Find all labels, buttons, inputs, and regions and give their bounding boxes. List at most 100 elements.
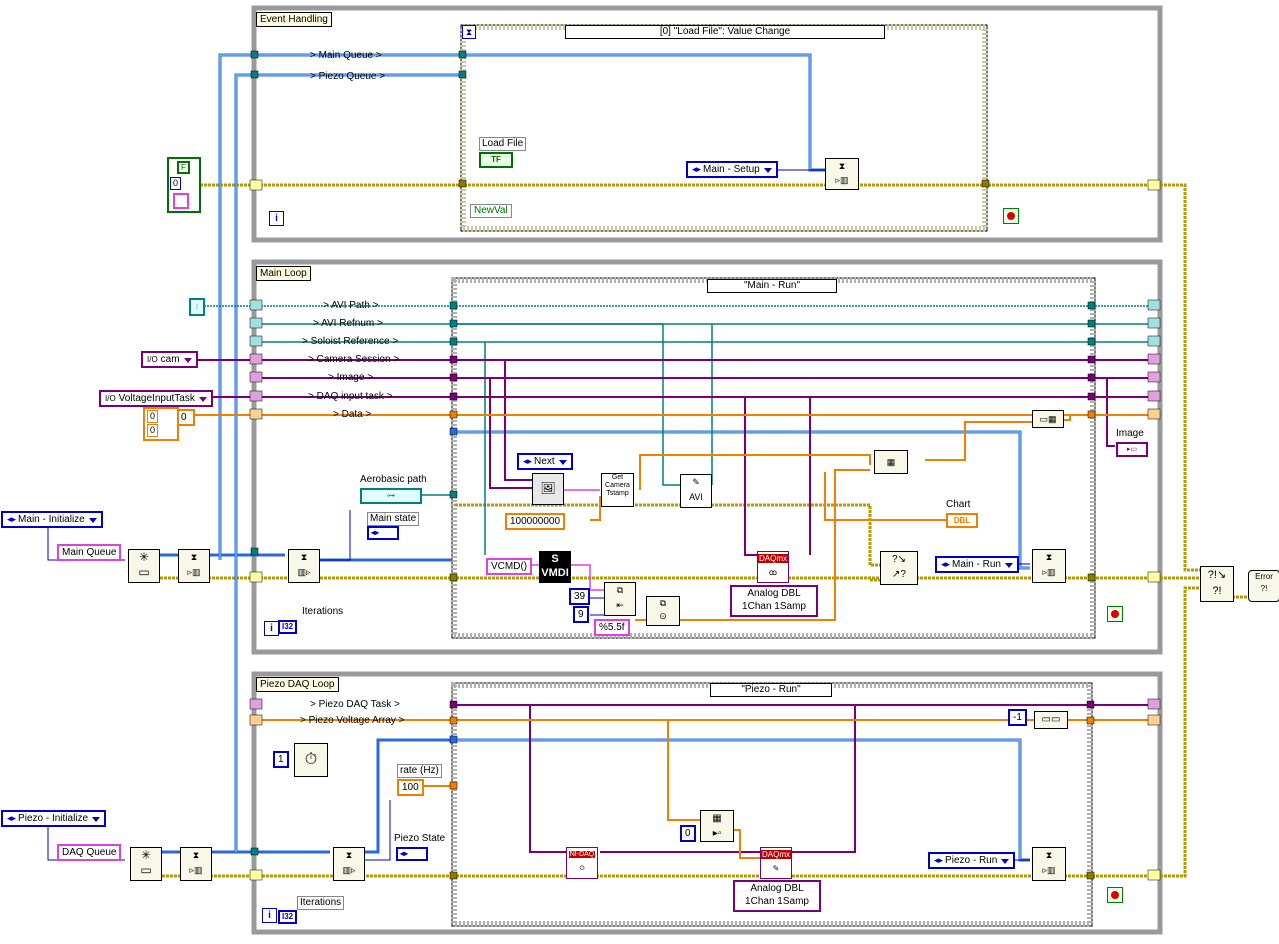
- piezo-queue-wire-label: > Piezo Queue >: [310, 71, 386, 82]
- avi-refnum-label: > AVI Refnum >: [313, 318, 383, 329]
- main-queue-wire-label: > Main Queue >: [310, 50, 382, 61]
- camera-session-label: > Camera Session >: [308, 354, 400, 365]
- enqueue-piezo-run: ⧗▹▥: [1032, 847, 1066, 881]
- vcmd-const[interactable]: VCMD(): [486, 558, 533, 575]
- main-run-ring[interactable]: ◂▸Main - Run: [935, 556, 1019, 573]
- bool-index[interactable]: 0: [170, 177, 182, 190]
- bool-array-const[interactable]: F 0: [167, 157, 201, 213]
- data-wire-label: > Data >: [333, 409, 372, 420]
- event-iteration-terminal: i: [269, 211, 284, 226]
- get-camera-tstamp-node: Get Camera Tstamp: [601, 473, 634, 507]
- daq-queue-name[interactable]: DAQ Queue: [57, 844, 122, 861]
- wait-ms-const[interactable]: 1: [273, 751, 289, 768]
- analog-dbl-line2: 1Chan 1Samp: [742, 601, 806, 612]
- avi-path-label: > AVI Path >: [323, 300, 379, 311]
- initialize-array-node: ▭▭: [1034, 711, 1068, 729]
- rate-label: rate (Hz): [397, 764, 442, 778]
- format-const[interactable]: %5.5f: [594, 619, 630, 636]
- camera-grab-node: 🖼: [532, 473, 564, 505]
- index-array-node: ▦▸▫: [700, 810, 734, 842]
- main-iteration-terminal: i: [264, 621, 279, 636]
- image-wire-label: > Image >: [328, 372, 374, 383]
- aerobasic-path-ind: ⊶: [360, 488, 422, 504]
- piezo-iteration-terminal: i: [262, 908, 277, 923]
- event-loop-label: Event Handling: [256, 12, 332, 27]
- dequeue-main: ⧗▥▹: [288, 549, 320, 583]
- rate-const[interactable]: 100: [397, 779, 424, 796]
- format-string-node: ⧉⊙: [646, 596, 680, 626]
- tf-const[interactable]: F: [177, 161, 190, 174]
- avi-write-node: ✎AVI: [680, 474, 712, 508]
- main-state-ind: ◂▸: [367, 526, 399, 540]
- string-subset-node: ⧉⇤: [604, 582, 636, 616]
- obtain-queue-main: ✳▭: [128, 549, 160, 583]
- minus-one-const[interactable]: -1: [1008, 709, 1027, 726]
- event-case-label: [0] "Load File": Value Change: [659, 26, 791, 37]
- piezo-state-ind: ◂▸: [396, 847, 428, 861]
- daq-input-label: > DAQ input task >: [308, 391, 393, 402]
- enqueue-piezo-init: ⧗▹▥: [180, 847, 212, 881]
- event-case-selector[interactable]: [0] "Load File": Value Change: [565, 25, 885, 39]
- analog-dbl-selector[interactable]: Analog DBL 1Chan 1Samp: [730, 585, 818, 617]
- wait-timer-node: ⏱: [294, 743, 328, 777]
- const-9[interactable]: 9: [573, 606, 589, 623]
- analog-dbl-selector-2[interactable]: Analog DBL 1Chan 1Samp: [733, 880, 821, 912]
- chart-indicator: DBL: [946, 513, 978, 528]
- enqueue-main-setup: ⧗▹▥: [825, 158, 859, 190]
- new-val-label: NewVal: [470, 204, 512, 218]
- event-stop-terminal: [1003, 208, 1019, 224]
- data-array-const[interactable]: 0 0: [143, 407, 179, 441]
- build-array-node-1: ▦: [874, 450, 908, 474]
- piezo-loop-label: Piezo DAQ Loop: [256, 677, 339, 692]
- next-ring[interactable]: ◂▸Next: [517, 453, 573, 470]
- error-handler-node: Error?!: [1248, 570, 1279, 602]
- build-array-node-2: ▭▦: [1032, 410, 1064, 428]
- data-value-const[interactable]: 0: [177, 409, 195, 426]
- piezo-case-label: "Piezo - Run": [741, 684, 801, 695]
- piezo-run-ring[interactable]: ◂▸Piezo - Run: [928, 852, 1016, 869]
- piezo-voltage-label: > Piezo Voltage Array >: [300, 715, 405, 726]
- main-loop-label: Main Loop: [256, 266, 311, 281]
- analog-dbl-line1: Analog DBL: [747, 588, 801, 599]
- path-const[interactable]: ⁝: [189, 298, 205, 316]
- dequeue-piezo: ⧗▥▹: [333, 847, 365, 881]
- analog-dbl2-line1: Analog DBL: [750, 883, 804, 894]
- iterations2-indicator: I32: [278, 910, 298, 924]
- piezo-state-label: Piezo State: [394, 833, 446, 844]
- image-indicator: ▸▭: [1116, 442, 1148, 457]
- load-file-label: Load File: [479, 137, 527, 151]
- merge-errors-node: ?!↘?!: [1200, 566, 1234, 602]
- daqmx-write-node: DAQmx✎: [760, 847, 792, 879]
- piezo-daq-task-label: > Piezo DAQ Task >: [310, 699, 400, 710]
- hourglass-icon: ⧗: [462, 25, 476, 39]
- main-case-selector[interactable]: "Main - Run": [707, 279, 837, 293]
- soloist-ref-label: > Soloist Reference >: [302, 336, 399, 347]
- main-setup-ring[interactable]: ◂▸Main - Setup: [686, 161, 778, 178]
- data-index-b[interactable]: 0: [147, 424, 159, 437]
- main-initialize-ring[interactable]: ◂▸Main - Initialize: [1, 511, 103, 528]
- main-queue-name[interactable]: Main Queue: [57, 544, 122, 561]
- timestamp-const[interactable]: 100000000: [505, 513, 566, 530]
- main-case-label: "Main - Run": [743, 280, 800, 291]
- index-const[interactable]: 0: [680, 825, 696, 842]
- enqueue-main-init: ⧗▹▥: [178, 549, 210, 583]
- main-stop-terminal: [1107, 606, 1123, 622]
- select-node: ?↘↗?: [880, 551, 918, 585]
- bool-element: [173, 193, 189, 209]
- obtain-queue-piezo: ✳▭: [130, 847, 162, 881]
- piezo-case-selector[interactable]: "Piezo - Run": [710, 683, 832, 697]
- analog-dbl2-line2: 1Chan 1Samp: [745, 896, 809, 907]
- main-state-label: Main state: [367, 512, 420, 526]
- const-39[interactable]: 39: [569, 588, 591, 605]
- nidaq-node: NI-DAQ⊙: [566, 847, 598, 879]
- data-index-a[interactable]: 0: [147, 410, 159, 423]
- iterations-label: Iterations: [302, 606, 344, 617]
- aerobasic-path-label: Aerobasic path: [360, 474, 427, 485]
- piezo-initialize-ring[interactable]: ◂▸Piezo - Initialize: [1, 810, 107, 827]
- enqueue-main-run: ⧗▹▥: [1032, 549, 1066, 583]
- piezo-stop-terminal: [1107, 887, 1123, 903]
